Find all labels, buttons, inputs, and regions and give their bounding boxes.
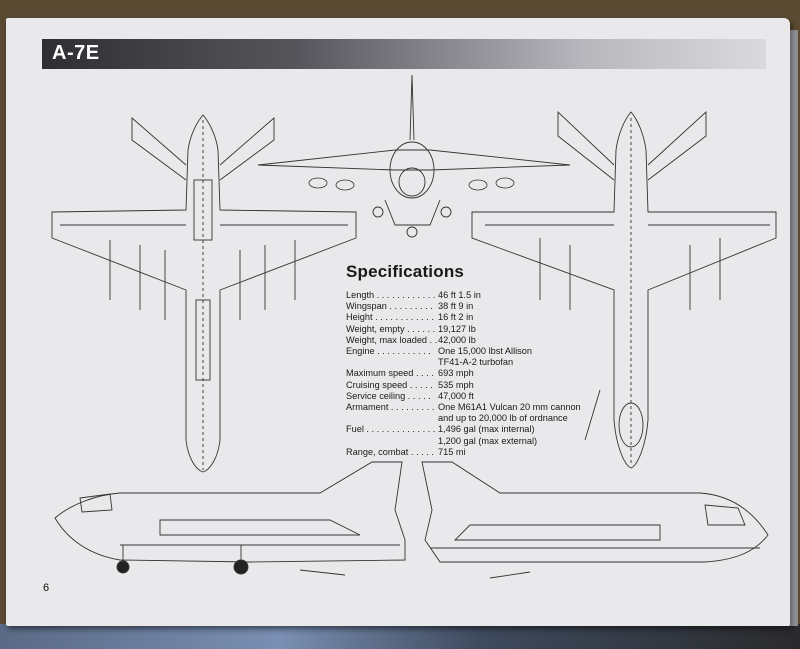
spec-label: Length . . . . . . . . . . . .: [346, 290, 436, 300]
spec-row: Service ceiling . . . . . 47,000 ft: [346, 391, 596, 402]
spec-label: [346, 357, 438, 368]
spec-label: Cruising speed . . . . .: [346, 379, 433, 390]
spec-value: 1,496 gal (max internal): [438, 424, 535, 435]
spec-value: 46 ft 1.5 in: [438, 290, 481, 300]
spec-row: Cruising speed . . . . . 535 mph: [346, 380, 596, 391]
spec-row: TF41-A-2 turbofan: [346, 357, 596, 368]
spec-row: Height . . . . . . . . . . . . 16 ft 2 in: [346, 312, 596, 323]
spec-value: 693 mph: [438, 368, 474, 379]
specifications-heading: Specifications: [346, 262, 465, 281]
spec-label: Armament . . . . . . . . .: [346, 402, 435, 413]
spec-value: 19,127 lb: [438, 323, 476, 334]
spec-row: and up to 20,000 lb of ordnance: [346, 413, 596, 424]
page-number: 6: [43, 582, 50, 594]
spec-row: Maximum speed . . . . 693 mph: [346, 368, 596, 379]
background-surface: [0, 624, 800, 649]
spec-label: Range, combat . . . . .: [346, 446, 434, 457]
spec-value: One M61A1 Vulcan 20 mm cannon: [438, 402, 581, 413]
spec-value: TF41-A-2 turbofan: [438, 357, 514, 368]
spec-row: Range, combat . . . . . 715 mi: [346, 447, 596, 458]
spec-value: 38 ft 9 in: [438, 301, 474, 312]
specifications-list: Length . . . . . . . . . . . .46 ft 1.5 …: [346, 290, 596, 458]
spec-value: 42,000 lb: [438, 334, 476, 345]
spec-value: One 15,000 lbst Allison: [438, 346, 532, 357]
spec-row: Weight, max loaded . .42,000 lb: [346, 335, 596, 346]
spec-label: Wingspan . . . . . . . . .: [346, 301, 433, 312]
front-view-drawing: [257, 74, 571, 238]
spec-row: Engine . . . . . . . . . . . One 15,000 l…: [346, 346, 596, 357]
spec-value: 16 ft 2 in: [438, 312, 474, 323]
spec-label: Weight, max loaded . .: [346, 334, 438, 345]
spec-label: Height . . . . . . . . . . . .: [346, 312, 434, 323]
spec-value: 1,200 gal (max external): [438, 435, 538, 446]
spec-label: Maximum speed . . . .: [346, 368, 434, 379]
left-side-view-drawing: [54, 461, 406, 576]
spec-label: Weight, empty . . . . . .: [346, 323, 436, 334]
spec-row: Weight, empty . . . . . .19,127 lb: [346, 324, 596, 335]
spec-row: Fuel . . . . . . . . . . . . . .1,496 ga…: [346, 424, 596, 435]
spec-label: Service ceiling . . . . .: [346, 390, 431, 401]
spec-label: [346, 436, 438, 447]
page-title: A-7E: [52, 42, 100, 64]
spec-row: Armament . . . . . . . . .One M61A1 Vulc…: [346, 402, 596, 413]
specifications-block: Specifications Length . . . . . . . . . …: [346, 262, 596, 458]
title-bar: A-7E: [42, 39, 766, 69]
spec-row: 1,200 gal (max external): [346, 436, 596, 447]
spec-label: Fuel . . . . . . . . . . . . . .: [346, 424, 436, 435]
spec-row: Wingspan . . . . . . . . . 38 ft 9 in: [346, 301, 596, 312]
spec-value: 47,000 ft: [438, 390, 474, 401]
spec-row: Length . . . . . . . . . . . .46 ft 1.5 …: [346, 290, 596, 301]
right-side-view-drawing: [421, 461, 769, 579]
top-view-drawing: [51, 114, 357, 473]
bottom-view-drawing: [471, 110, 777, 469]
spec-value: 715 mi: [438, 446, 466, 457]
spec-label: [346, 413, 438, 424]
spec-label: Engine . . . . . . . . . . .: [346, 346, 431, 357]
spec-value: 535 mph: [438, 379, 474, 390]
spec-value: and up to 20,000 lb of ordnance: [438, 413, 568, 424]
